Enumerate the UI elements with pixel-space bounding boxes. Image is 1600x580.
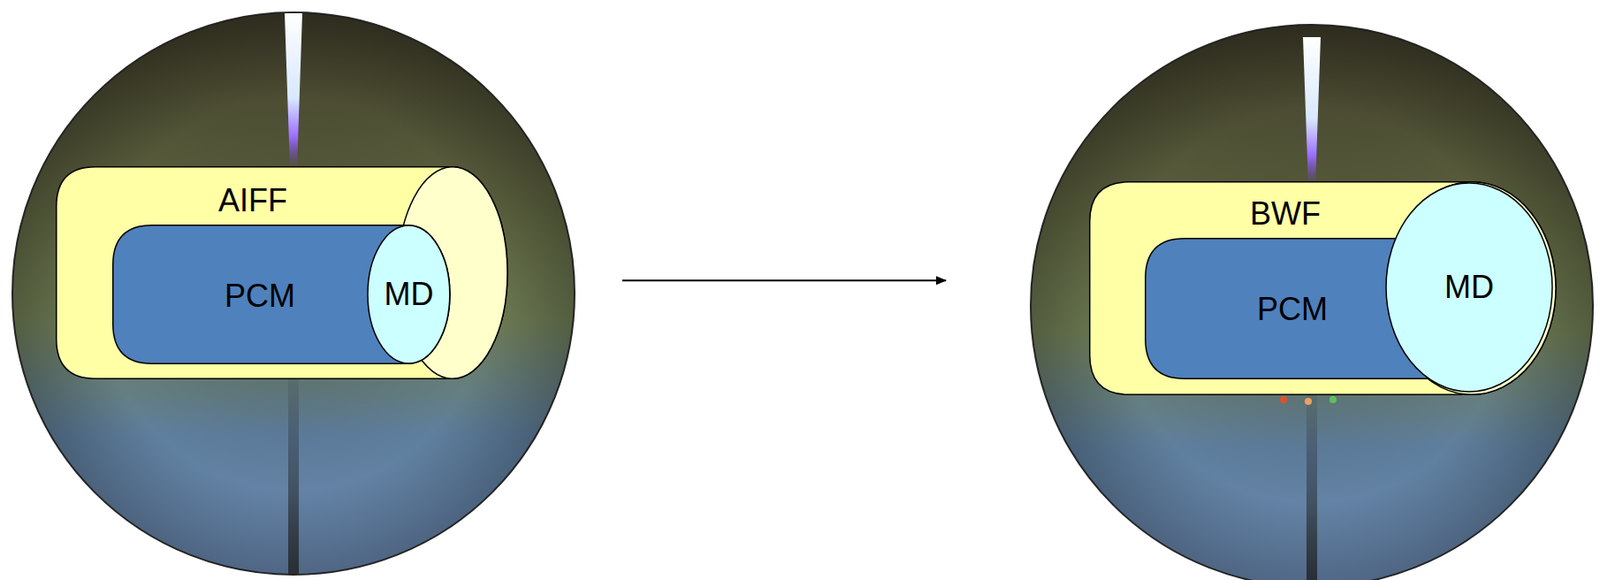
node-label: PCM — [1257, 291, 1328, 328]
right-disc — [1030, 24, 1593, 580]
node-label: MD — [383, 276, 434, 313]
metadata-ellipse: MD — [366, 224, 451, 365]
node-label: AIFF — [218, 182, 288, 219]
stream-cylinder: PCM MD — [112, 224, 450, 365]
cylinder-body — [113, 225, 450, 365]
container-cylinder: BWF PCM MD — [1089, 181, 1556, 396]
metadata-ellipse: MD — [1385, 182, 1554, 393]
node-label: BWF — [1249, 196, 1321, 232]
ellipse-fill — [1386, 182, 1553, 392]
cylinder-body — [56, 167, 508, 380]
container-cylinder: AIFF PCM MD — [55, 166, 508, 380]
stream-cylinder: PCM MD — [1144, 237, 1508, 380]
cylinder-body — [1089, 182, 1556, 396]
arrow-connector — [622, 279, 946, 282]
left-disc — [12, 12, 575, 575]
node-label: MD — [1444, 269, 1494, 305]
node-label: PCM — [224, 278, 296, 314]
ellipse-fill — [367, 225, 450, 364]
